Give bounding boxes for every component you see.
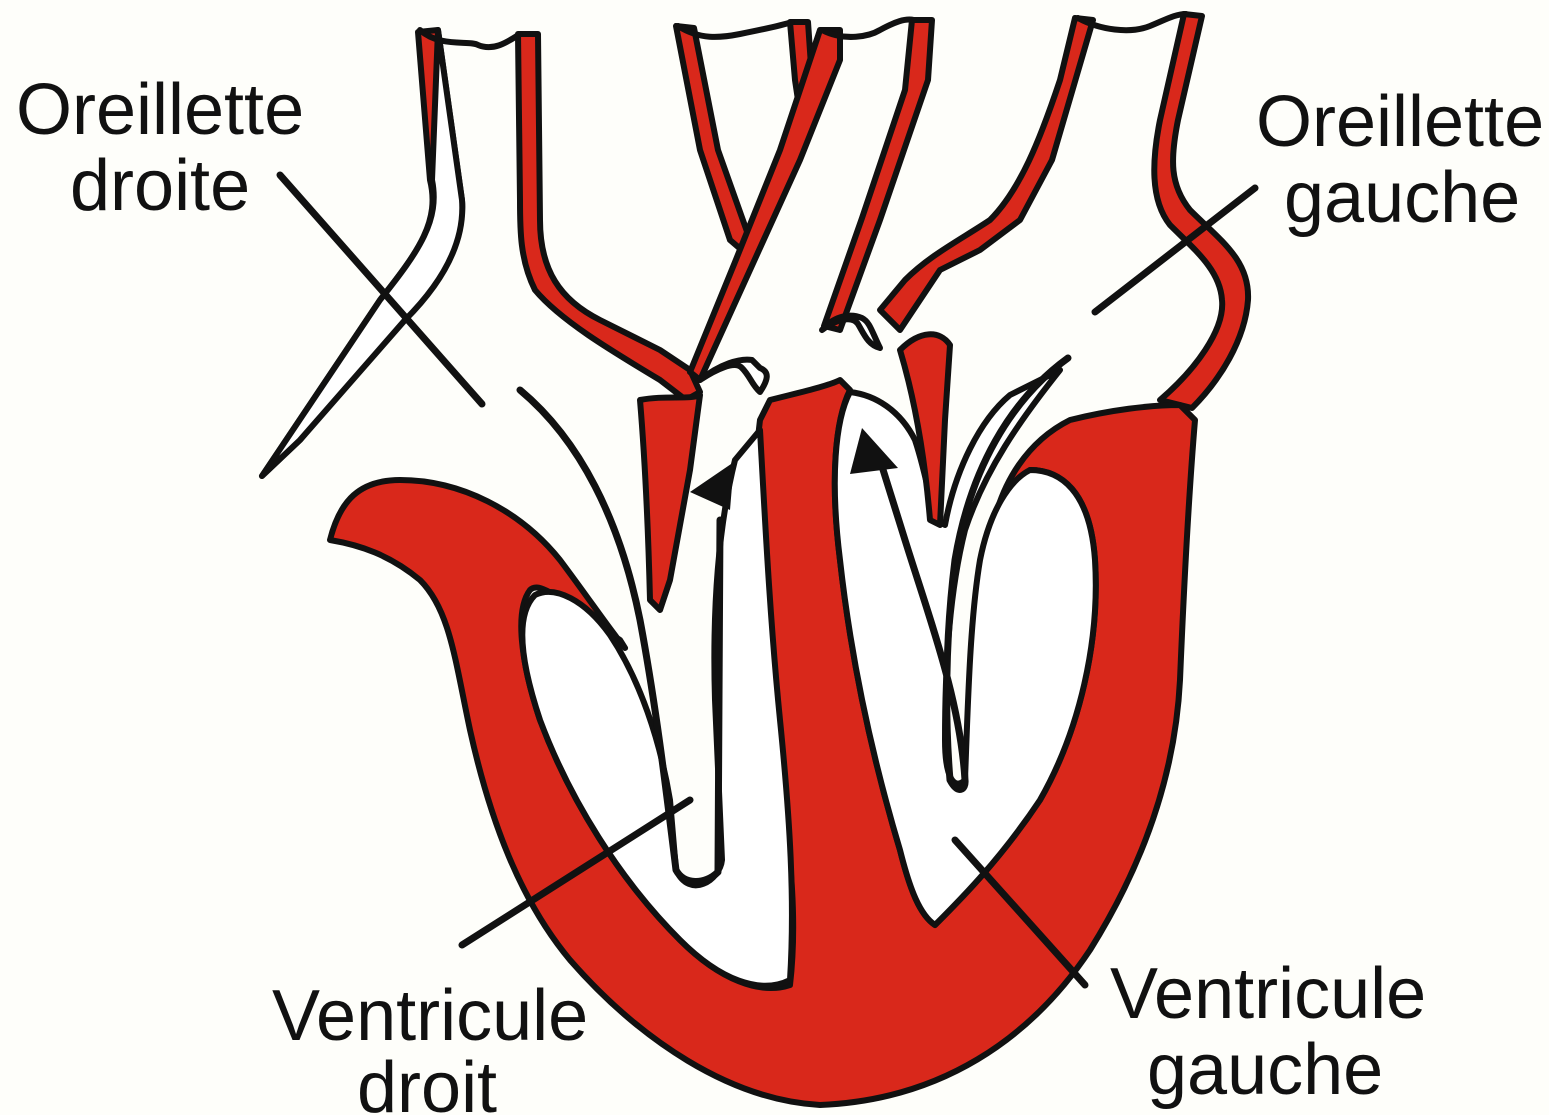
label-left-ventricle: Ventricule gauche <box>1110 954 1426 1110</box>
label-right-ventricle-line1: Ventricule <box>272 976 588 1056</box>
label-right-atrium-line1: Oreillette <box>16 70 304 150</box>
label-left-ventricle-line1: Ventricule <box>1110 954 1426 1034</box>
label-left-atrium: Oreillette gauche <box>1256 82 1544 238</box>
label-right-atrium-line2: droite <box>70 146 250 226</box>
label-left-ventricle-line2: gauche <box>1147 1030 1383 1110</box>
label-right-ventricle-line2: droit <box>357 1048 497 1115</box>
label-left-atrium-line2: gauche <box>1284 158 1520 238</box>
label-left-atrium-line1: Oreillette <box>1256 82 1544 162</box>
